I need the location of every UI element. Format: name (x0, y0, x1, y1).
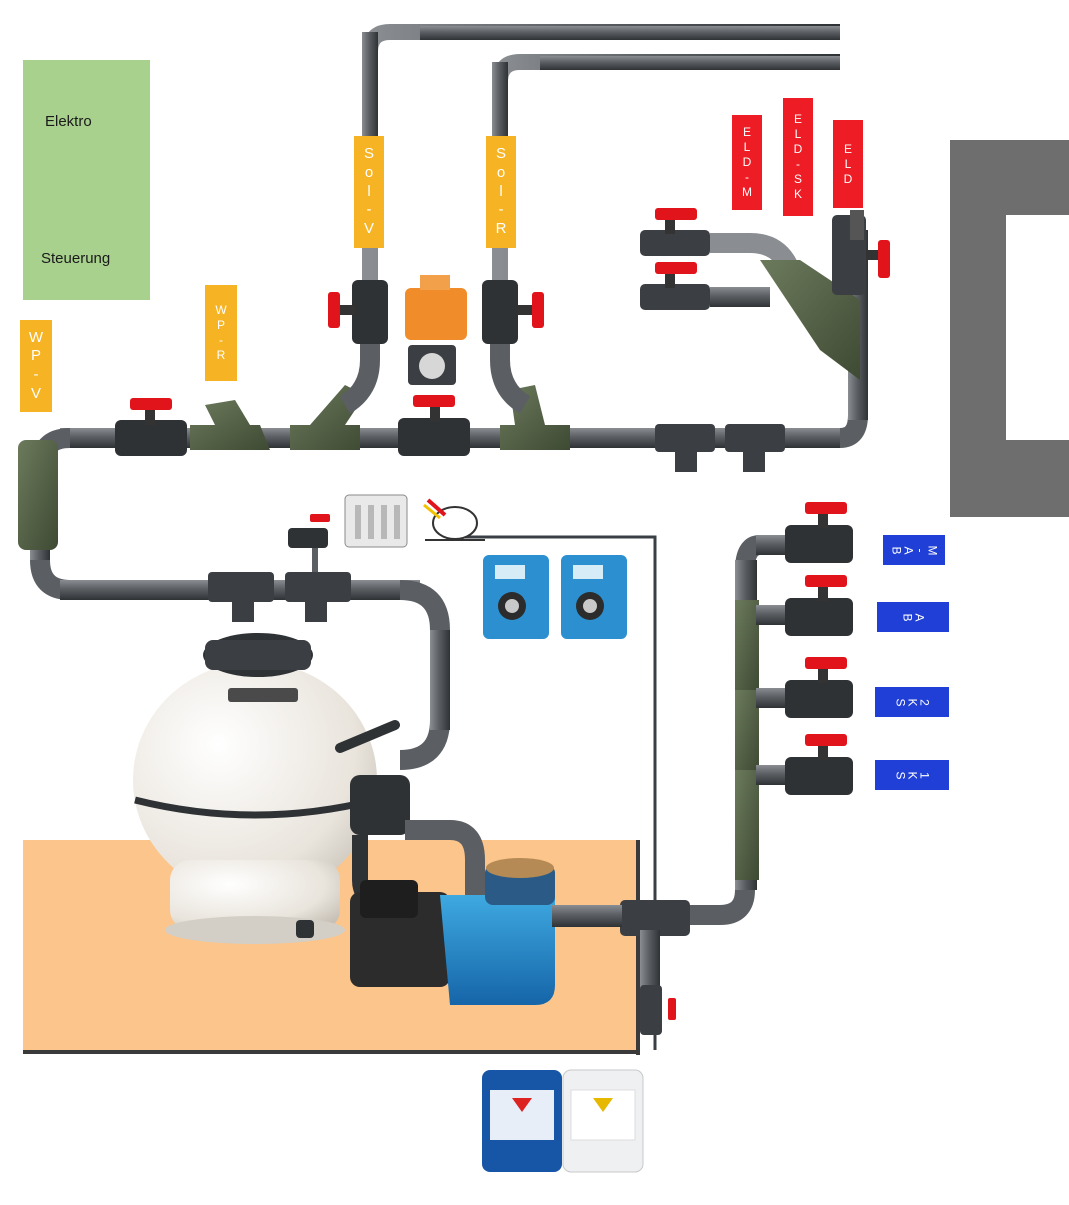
sand-filter (133, 633, 485, 944)
dosing-line (455, 535, 657, 1050)
eld-manifold (640, 210, 866, 380)
chemical-canisters (482, 1069, 644, 1173)
solar-pipes (362, 24, 840, 300)
pool-wall (950, 140, 1069, 517)
flow-meter-block (344, 494, 485, 548)
valve-actuator (405, 275, 467, 385)
elektro-label: Elektro (45, 113, 92, 130)
tee-fitting-left (18, 440, 58, 550)
dosing-pumps (483, 555, 627, 639)
circulation-pump (350, 858, 622, 1005)
solar-risers (339, 300, 531, 414)
ball-valves (115, 208, 890, 795)
steuerung-label: Steuerung (41, 250, 111, 267)
electrical-control-box: Elektro Steuerung (23, 60, 150, 300)
